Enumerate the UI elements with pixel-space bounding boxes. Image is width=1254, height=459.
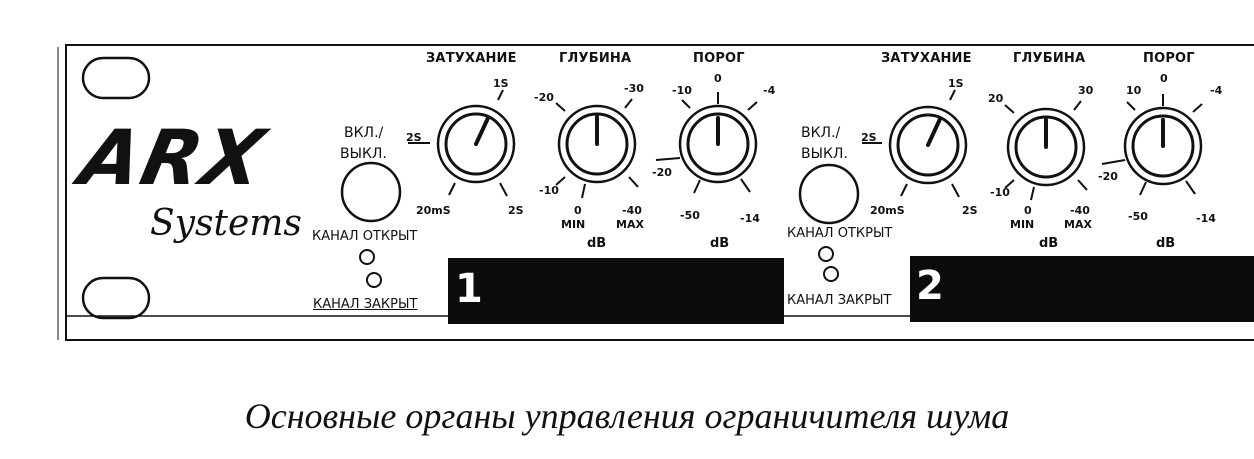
knob-decay-1[interactable] (408, 89, 516, 197)
power-label-2a: ВКЛ./ (801, 125, 841, 141)
mark: 10 (1126, 84, 1142, 97)
led-closed-2 (823, 266, 839, 282)
led-open-2 (818, 246, 834, 262)
channel-number-1: 1 (455, 266, 483, 312)
mark: -20 (534, 91, 554, 104)
knob-title-depth-1: ГЛУБИНА (559, 51, 632, 66)
panel-outline (57, 44, 1254, 341)
mark: 0 (1160, 72, 1168, 85)
knob-depth-2[interactable] (1004, 100, 1088, 201)
knob-threshold-2[interactable] (1101, 94, 1203, 196)
knob-threshold-1[interactable] (655, 92, 758, 194)
mark: -4 (763, 84, 776, 97)
knob-depth-1[interactable] (555, 98, 639, 199)
mark: -14 (1196, 212, 1216, 225)
mark: -4 (1210, 84, 1223, 97)
knob-title-depth-2: ГЛУБИНА (1013, 51, 1086, 66)
open-label-1: КАНАЛ ОТКРЫТ (312, 229, 418, 244)
rack-ear-hole-icon (81, 276, 151, 320)
mark: 2S (406, 131, 422, 144)
rack-ear-hole-icon (81, 56, 151, 100)
mark: -40 (622, 204, 642, 217)
mark: MAX (1064, 218, 1092, 231)
led-open-1 (359, 249, 375, 265)
mark: 20 (988, 92, 1004, 105)
mark: 20mS (416, 204, 451, 217)
mark: -10 (990, 186, 1010, 199)
channel-display-1 (448, 258, 784, 324)
mark: 1S (948, 77, 964, 90)
unit: dB (710, 236, 730, 251)
mark: MAX (616, 218, 644, 231)
mark: 0 (714, 72, 722, 85)
mark: -14 (740, 212, 760, 225)
knob-title-threshold-2: ПОРОГ (1143, 51, 1195, 66)
channel-number-2: 2 (916, 263, 944, 309)
channel-display-2 (910, 256, 1254, 322)
mark: -10 (672, 84, 692, 97)
mark: 30 (1078, 84, 1094, 97)
power-button-1[interactable] (340, 161, 402, 223)
mark: 20mS (870, 204, 905, 217)
power-label-1b: ВЫКЛ. (340, 146, 387, 162)
mark: -30 (624, 82, 644, 95)
power-button-2[interactable] (798, 163, 860, 225)
brand-logo: ARX (72, 113, 274, 202)
mark: -50 (680, 209, 700, 222)
power-label-1a: ВКЛ./ (344, 125, 384, 141)
closed-label-1: КАНАЛ ЗАКРЫТ (313, 297, 418, 312)
mark: 2S (861, 131, 877, 144)
power-label-2b: ВЫКЛ. (801, 146, 848, 162)
figure-caption: Основные органы управления ограничителя … (244, 396, 1010, 436)
mark: -40 (1070, 204, 1090, 217)
mark: 0 (1024, 204, 1032, 217)
unit: dB (1156, 236, 1176, 251)
brand-subtitle: Systems (150, 203, 302, 244)
mark: 1S (493, 77, 509, 90)
mark: -50 (1128, 210, 1148, 223)
knob-title-decay-1: ЗАТУХАНИЕ (426, 51, 517, 66)
rack-panel: ARX Systems ВКЛ./ ВЫКЛ. КАНАЛ ОТКРЫТ КАН… (57, 44, 1254, 341)
mark: -20 (1098, 170, 1118, 183)
led-closed-1 (366, 272, 382, 288)
closed-label-2: КАНАЛ ЗАКРЫТ (787, 293, 892, 308)
unit: dB (587, 236, 607, 251)
knob-title-threshold-1: ПОРОГ (693, 51, 745, 66)
unit: dB (1039, 236, 1059, 251)
mark: 2S (962, 204, 978, 217)
mark: MIN (1010, 218, 1035, 231)
mark: 2S (508, 204, 524, 217)
mark: MIN (561, 218, 586, 231)
mark: 0 (574, 204, 582, 217)
knob-title-decay-2: ЗАТУХАНИЕ (881, 51, 972, 66)
mark: -20 (652, 166, 672, 179)
mark: -10 (539, 184, 559, 197)
open-label-2: КАНАЛ ОТКРЫТ (787, 226, 893, 241)
knob-decay-2[interactable] (862, 89, 968, 198)
